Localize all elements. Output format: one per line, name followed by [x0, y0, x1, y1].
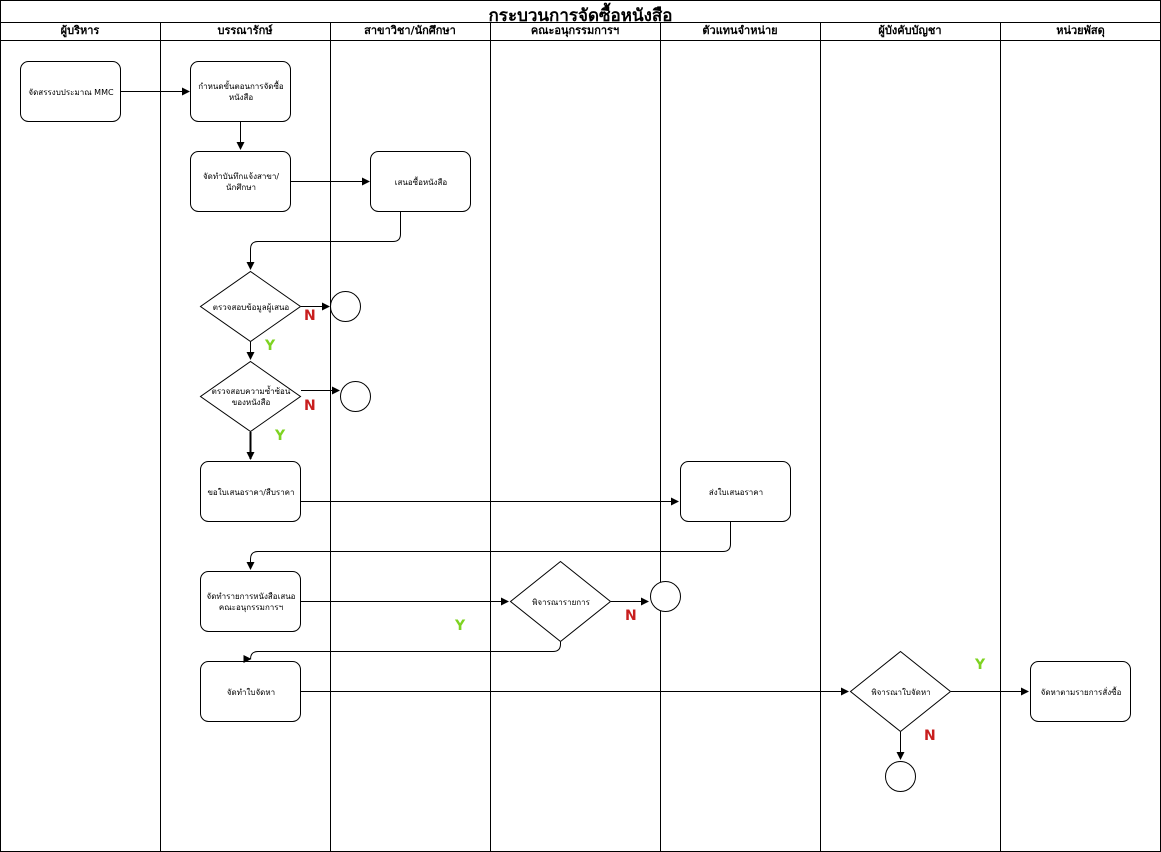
label-d4-no: N [924, 728, 936, 744]
lane-header-executive: ผู้บริหาร [60, 24, 100, 37]
decision-consider-procurement [849, 650, 952, 733]
lane-header-vendor: ตัวแทนจำหน่าย [702, 24, 778, 37]
lane-header-supplies-unit: หน่วยพัสดุ [1056, 24, 1105, 37]
process-prepare-list-text: จัดทำรายการหนังสือเสนอ คณะอนุกรรมการฯ [206, 592, 296, 612]
process-define-steps [190, 61, 291, 122]
edge-consider-yes [246, 642, 561, 660]
lane-header-subcommittee: คณะอนุกรรมการฯ [530, 24, 620, 37]
process-make-procurement [200, 661, 301, 722]
process-send-quotation-text: ส่งใบเสนอราคา [708, 487, 764, 497]
process-define-steps-text: กำหนดขั้นตอนการจัดซื้อ หนังสือ [198, 82, 284, 102]
lane-header-supervisor: ผู้บังคับบัญชา [878, 24, 942, 37]
process-notify-memo-text: จัดทำบันทึกแจ้งสาขา/ นักศึกษา [202, 172, 280, 192]
end-circle-1 [330, 291, 361, 322]
label-d2-yes: Y [275, 428, 286, 444]
decision-check-duplicate-text: ตรวจสอบความซ้ำซ้อน ของหนังสือ [211, 387, 291, 407]
diagram-title: กระบวนการจัดซื้อหนังสือ [488, 6, 673, 26]
edge-vendor-to-list [246, 522, 731, 570]
process-allocate-budget [20, 61, 121, 122]
process-request-quotation [200, 461, 301, 522]
decision-consider-list [509, 560, 612, 643]
lane-header-librarian: บรรณารักษ์ [217, 24, 273, 37]
label-d3-no: N [625, 608, 637, 624]
process-propose-books-text: เสนอซื้อหนังสือ [394, 177, 448, 187]
process-propose-books [370, 151, 471, 212]
process-procure-items [1030, 661, 1131, 722]
process-notify-memo [190, 151, 291, 212]
process-allocate-budget-text: จัดสรรงบประมาณ MMC [28, 87, 114, 97]
process-procure-items-text: จัดหาตามรายการสั่งซื้อ [1040, 687, 1122, 697]
label-d4-yes: Y [975, 657, 986, 673]
process-make-procurement-text: จัดทำใบจัดหา [226, 687, 276, 697]
process-send-quotation [680, 461, 791, 522]
label-d2-no: N [304, 398, 316, 414]
edge-propose-to-check [246, 212, 401, 270]
lane-header-department-students: สาขาวิชา/นักศึกษา [364, 24, 456, 37]
decision-check-proposer [199, 270, 302, 343]
decision-consider-procurement-text: พิจารณาใบจัดหา [871, 687, 931, 697]
decision-check-proposer-text: ตรวจสอบข้อมูลผู้เสนอ [212, 302, 290, 312]
process-prepare-list [200, 571, 301, 632]
end-circle-2 [340, 381, 371, 412]
label-d1-yes: Y [265, 338, 276, 354]
process-request-quotation-text: ขอใบเสนอราคา/สืบราคา [207, 487, 295, 497]
end-circle-3 [650, 581, 681, 612]
label-d1-no: N [304, 308, 316, 324]
decision-consider-list-text: พิจารณารายการ [532, 597, 590, 607]
end-circle-4 [885, 761, 916, 792]
label-d3-yes: Y [455, 618, 466, 634]
decision-check-duplicate [199, 360, 302, 433]
